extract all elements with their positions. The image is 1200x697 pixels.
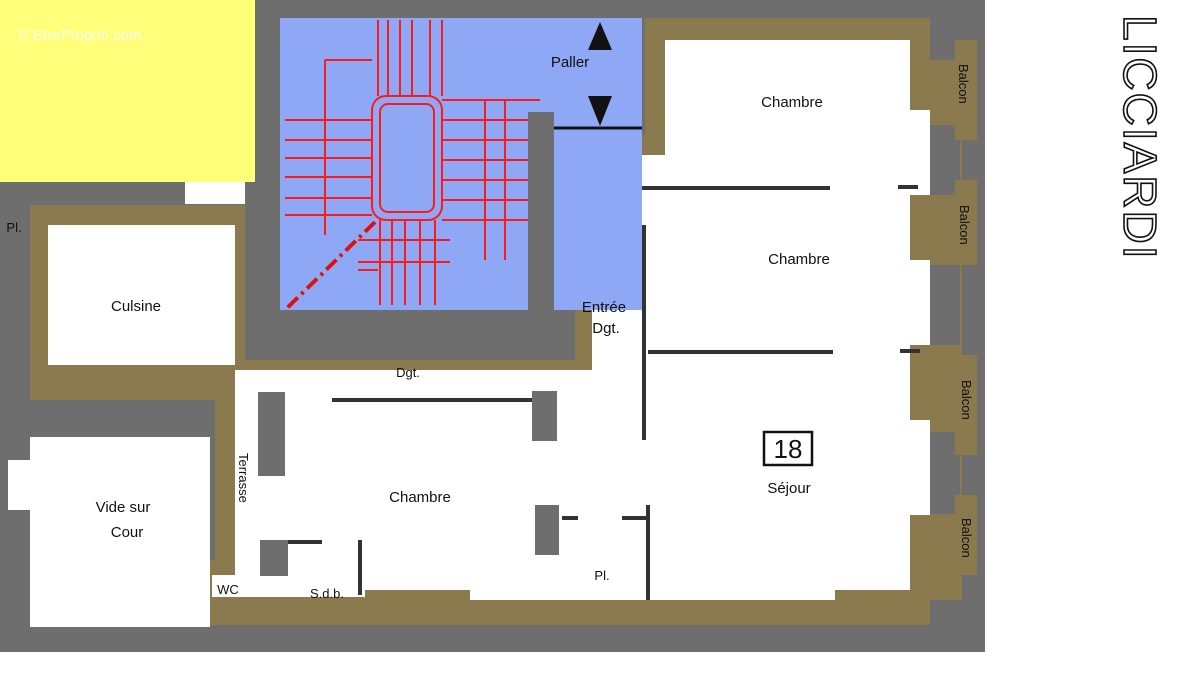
apartment-number-box (762, 430, 814, 467)
neighbor-zone (0, 0, 255, 182)
grey-pillars (258, 125, 960, 576)
arrow-up-icon (588, 22, 612, 50)
arrow-down-icon (588, 96, 612, 126)
label-sejour: Séjour (767, 480, 810, 497)
partition-walls (260, 185, 920, 600)
label-balcon-3: Balcon (959, 380, 974, 420)
label-balcon-2: Balcon (957, 205, 972, 245)
label-dgt: Dgt. (396, 365, 420, 380)
label-entree-2: Dgt. (592, 320, 620, 337)
light-gap (185, 182, 245, 204)
stair-steps (285, 20, 540, 305)
label-sdb: S.d.b. (310, 586, 344, 601)
label-wc: WC (217, 582, 239, 597)
label-pl-bottom: Pl. (594, 568, 609, 583)
label-paller: Paller (551, 54, 589, 71)
label-vide-sur-cour-1: Vide sur (96, 499, 151, 516)
label-terrasse: Terrasse (236, 453, 251, 503)
label-entree-1: Entrée (582, 299, 626, 316)
street-area (985, 0, 1200, 697)
stair-bottom-wall (255, 310, 555, 338)
label-balcon-4: Balcon (959, 518, 974, 558)
label-balcon-1: Balcon (956, 64, 971, 104)
apartment-number: 18 (774, 434, 803, 464)
label-pl-left: Pl. (6, 220, 21, 235)
balcony-strips (955, 40, 977, 575)
label-chambre-bottom: Chambre (389, 489, 451, 506)
stairwell (280, 18, 642, 310)
stair-core-wall (528, 112, 554, 347)
label-cuisine: Culsine (111, 298, 161, 315)
courtyard-void (30, 437, 210, 627)
stair-left-wall (255, 18, 280, 338)
watermark: © EtreProprio.com (18, 27, 142, 44)
bottom-strip (0, 652, 985, 697)
label-vide-sur-cour-2: Cour (111, 524, 144, 541)
courtyard-left-gap (8, 460, 30, 510)
stair-cut-line (283, 220, 377, 312)
label-chambre-middle: Chambre (768, 251, 830, 268)
label-chambre-top: Chambre (761, 94, 823, 111)
street-name: LICCIARDI (1114, 15, 1166, 260)
